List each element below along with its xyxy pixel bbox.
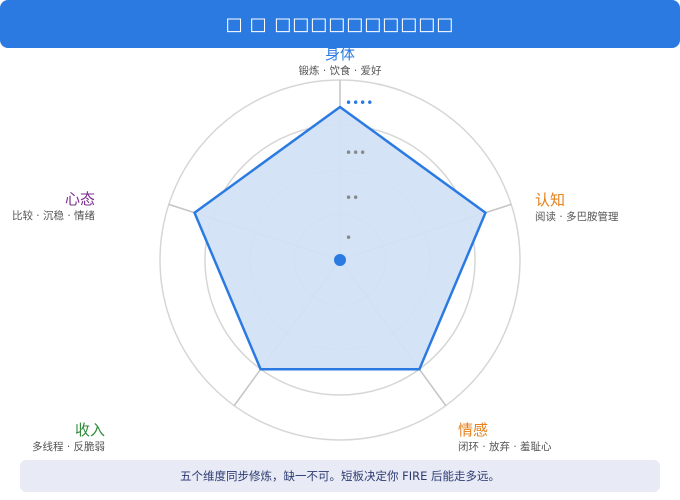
level-marker-4: ••••	[345, 96, 373, 110]
page-title: □ □□□□□□□□□□	[249, 13, 455, 35]
axis-label-income: 收入多线程 · 反脆弱	[4, 421, 105, 454]
axis-sub-income: 多线程 · 反脆弱	[31, 441, 105, 454]
axis-name-cognition: 认知	[535, 191, 566, 209]
axis-label-body: 身体锻炼 · 饮食 · 爱好	[280, 45, 400, 78]
axis-label-mindset: 心态比较 · 沉稳 · 情绪	[4, 190, 95, 223]
radar-area	[193, 105, 487, 371]
axis-sub-body: 锻炼 · 饮食 · 爱好	[298, 65, 382, 78]
footer-note: 五个维度同步修炼，缺一不可。短板决定你 FIRE 后能走多远。	[20, 460, 660, 492]
axis-sub-mindset: 比较 · 沉稳 · 情绪	[11, 210, 95, 223]
footer-text: 五个维度同步修炼，缺一不可。短板决定你 FIRE 后能走多远。	[179, 469, 501, 483]
level-markers: ••••••••••	[345, 96, 373, 245]
axis-label-cognition: 认知阅读 · 多巴胺管理	[535, 191, 675, 224]
title-bar: □ □ □□□□□□□□□□	[0, 0, 680, 48]
axis-label-emotion: 情感闭环 · 放弃 · 羞耻心	[458, 421, 598, 454]
axis-sub-emotion: 闭环 · 放弃 · 羞耻心	[458, 441, 552, 454]
level-marker-1: •	[345, 231, 352, 245]
axis-name-emotion: 情感	[458, 421, 489, 439]
level-marker-2: ••	[345, 191, 359, 205]
title-icon: □	[225, 13, 244, 35]
radar-center-dot	[334, 254, 346, 266]
axis-name-mindset: 心态	[64, 190, 95, 208]
level-marker-3: •••	[345, 146, 366, 160]
axis-name-income: 收入	[74, 421, 105, 439]
axis-sub-cognition: 阅读 · 多巴胺管理	[535, 211, 619, 224]
axis-name-body: 身体	[324, 45, 355, 63]
